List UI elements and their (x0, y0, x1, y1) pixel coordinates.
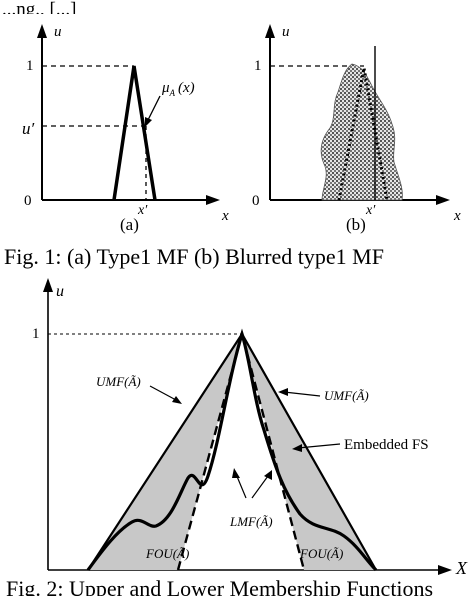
panel-a-mf-pointer-head (145, 117, 152, 127)
umf-left-pointer (149, 385, 177, 401)
umf-left-label: UMF(Ã) (96, 374, 141, 389)
fig2-axis-u: u (56, 283, 64, 300)
fou-left-label: FOU(Ã) (145, 546, 189, 561)
mf-subscript: A (169, 88, 176, 98)
panel-a-sublabel: (a) (120, 215, 139, 234)
panel-b-tick-origin: 0 (252, 193, 260, 209)
panel-a-y-arrow (37, 24, 47, 38)
embedded-pointer-head (292, 444, 302, 452)
fig2-tick-one: 1 (32, 326, 40, 342)
panel-a-triangle-mf (112, 65, 157, 201)
fou-region (88, 334, 376, 570)
panel-b-sublabel: (b) (346, 215, 366, 234)
umf-left-pointer-head (172, 396, 182, 404)
umf-right-pointer (283, 391, 321, 397)
fig2-y-arrow (43, 278, 53, 292)
panel-a-x-arrow (206, 195, 220, 205)
lmf-label: LMF(Ã) (229, 514, 273, 529)
embedded-fs-curve (86, 328, 378, 572)
fig1-caption: Fig. 1: (a) Type1 MF (b) Blurred type1 M… (4, 244, 384, 269)
mf-mu: μ (161, 80, 170, 96)
panel-a-mf-label: μA(x) (161, 80, 195, 98)
umf-right-label: UMF(Ã) (324, 388, 369, 403)
panel-a-tick-xprime: x′ (137, 203, 148, 218)
panel-a-tick-one: 1 (26, 58, 34, 74)
panel-a-mf-pointer (146, 95, 161, 123)
fig2-diagram: u X 1 UMF(Ã) UMF(Ã) Embedded FS LMF(Ã) F… (32, 278, 468, 578)
umf-right-pointer-head (278, 388, 288, 396)
fig2-x-arrow (438, 565, 452, 575)
fig1-panel-b: u x 0 1 x′ (b) (252, 24, 461, 234)
lmf-pointer-right (251, 475, 269, 499)
fig2-caption: Fig. 2: Upper and Lower Membership Funct… (6, 578, 434, 596)
panel-a-tick-uprime: u′ (22, 119, 35, 138)
panel-b-axis-x: x (453, 208, 461, 224)
panel-b-tick-one: 1 (254, 58, 262, 74)
fou-right-label: FOU(Ã) (299, 546, 343, 561)
fig1-panel-a: u x 0 1 u′ μA(x) x′ (a) (22, 24, 229, 234)
embedded-pointer (297, 443, 341, 449)
top-caption-fragment: ...ng., [...] (2, 0, 77, 14)
fig2-axis-x: X (455, 558, 468, 578)
panel-b-blurred-region (320, 63, 403, 201)
panel-a-tick-origin: 0 (24, 193, 32, 209)
panel-b-tick-xprime: x′ (365, 203, 376, 218)
panel-a-axis-x: x (221, 208, 229, 224)
panel-a-axis-u: u (54, 24, 62, 40)
mf-arg: (x) (178, 80, 195, 96)
panel-b-x-arrow (436, 195, 450, 205)
lmf-pointer-left-head (232, 468, 240, 478)
panel-b-axis-u: u (282, 24, 290, 40)
lmf-pointer-right-head (264, 470, 272, 480)
panel-b-y-arrow (265, 24, 275, 38)
embedded-label: Embedded FS (344, 437, 429, 453)
